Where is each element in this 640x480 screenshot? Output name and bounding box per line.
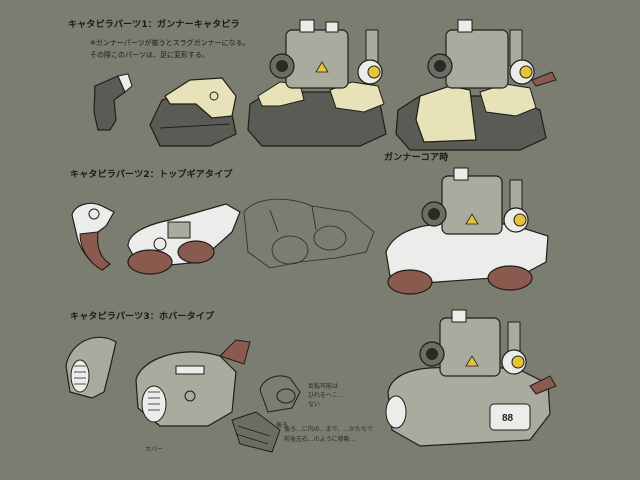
note-a-3: ない [308, 401, 321, 408]
gunner-core-caption: ガンナーコア時 [384, 153, 449, 163]
hover-pod [135, 339, 251, 427]
hover-cover-label: カバー [145, 446, 164, 453]
section1-note-2: その際このパーツは、足に変形する。 [90, 51, 209, 59]
small-label: 後ろ [276, 422, 289, 429]
note-b-2: 前後左右...のように移動... [284, 436, 356, 443]
tank-number: 88 [502, 413, 514, 424]
topgear-sketch [243, 198, 375, 269]
topgear-tread-piece [71, 202, 115, 271]
gunner-track-with-armor [149, 77, 237, 147]
section2-title: キャタピラパーツ2：トップギアタイプ [70, 170, 233, 180]
note-b-1: 後ろ...に内の...まで、...かたちで [284, 426, 373, 433]
section1-title: キャタピラパーツ1：ガンナーキャタピラ [68, 20, 240, 30]
note-a-1: 反転可能は [308, 383, 339, 390]
metal-slug-tank-1 [247, 19, 387, 147]
note-a-2: ひれをへこ... [308, 392, 344, 399]
gunner-track-piece-small [93, 73, 133, 131]
metal-slug-tank-gunner-core [395, 19, 557, 151]
topgear-vehicle [127, 203, 241, 275]
metal-slug-tank-topgear [385, 167, 549, 295]
section1-note-1: ※ガンナーパーツが揃うとスラグガンナーになる。 [90, 39, 250, 47]
hover-cover-piece [65, 336, 117, 399]
hover-sketch-small [231, 375, 301, 453]
section3-title: キャタピラパーツ3：ホバータイプ [70, 312, 215, 322]
metal-slug-tank-hover: 88 [385, 309, 557, 447]
